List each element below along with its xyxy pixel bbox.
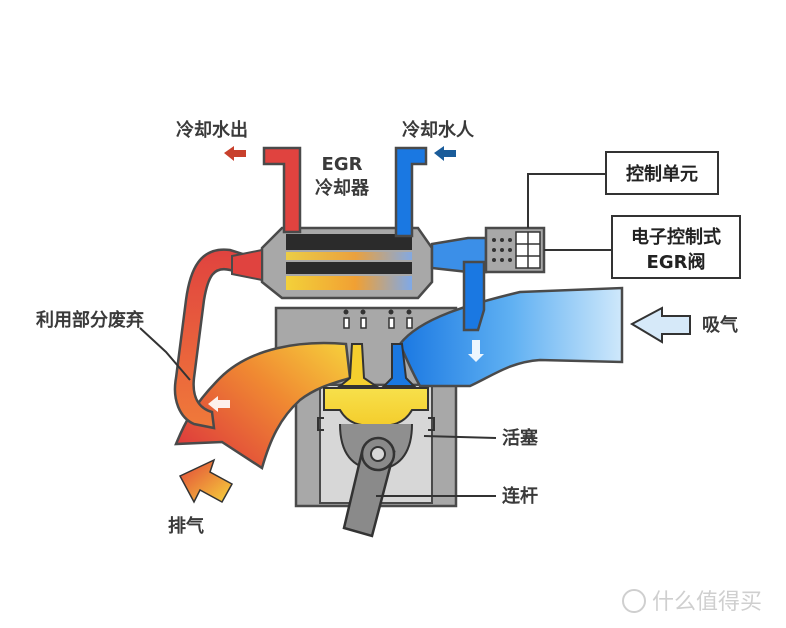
coolant-in-label: 冷却水人 [402,119,475,141]
egr-injection-arrow [468,340,484,362]
head-bolts [343,317,413,329]
egr-cooler [231,226,434,300]
egr-valve-box [611,215,741,279]
egr-valve-label-line2: EGR阀 [647,251,706,273]
egr-recirculation-pipe [173,248,270,430]
exhaust-arrow [178,458,234,504]
control-unit-box [605,151,719,195]
valve-to-intake-pipe [462,260,486,332]
exhaust-label: 排气 [168,515,204,537]
leader-lines [139,173,612,497]
egr-valve-body [484,226,546,274]
egr-cooler-label-line2: 冷却器 [315,177,370,199]
intake-label: 吸气 [702,314,738,336]
control-unit-label: 控制单元 [626,163,698,185]
exhaust-port [174,341,352,470]
connecting-rod [342,436,396,538]
egr-cooler-label-line1: EGR [322,154,363,175]
exhaust-valve [337,343,380,387]
intake-port [398,286,624,388]
watermark: 什么值得买 [622,589,762,615]
coolant-in-arrow [434,146,456,161]
watermark-text: 什么值得买 [652,590,762,615]
connecting-rod-label: 连杆 [502,485,538,507]
recirculation-label: 利用部分废弃 [36,309,144,331]
coolant-in-pipe [394,146,428,238]
coolant-out-label: 冷却水出 [176,119,248,141]
coolant-out-pipe [262,146,302,234]
egr-recirculation-arrow [208,396,230,412]
egr-valve-label-line1: 电子控制式 [631,226,721,248]
coolant-out-arrow [224,146,246,161]
intake-arrow [629,306,691,344]
intake-valve [381,343,417,387]
watermark-logo-icon [622,589,646,613]
piston-label: 活塞 [502,427,539,449]
